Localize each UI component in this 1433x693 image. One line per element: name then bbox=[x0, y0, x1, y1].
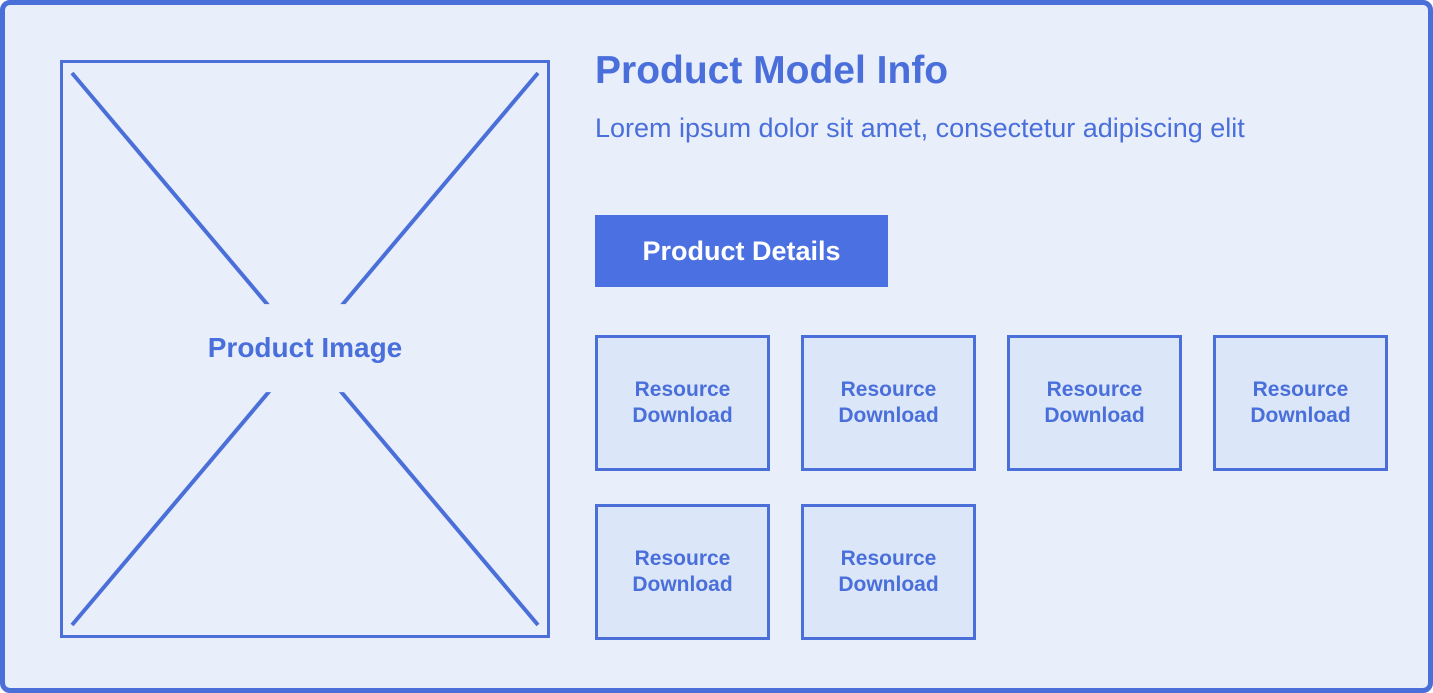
page-title: Product Model Info bbox=[595, 49, 949, 92]
resource-download-button[interactable]: Resource Download bbox=[595, 504, 770, 640]
resource-label-line2: Download bbox=[632, 404, 733, 427]
page-subtitle: Lorem ipsum dolor sit amet, consectetur … bbox=[595, 113, 1245, 143]
resource-label-line2: Download bbox=[838, 404, 939, 427]
resource-label-line1: Resource bbox=[634, 546, 731, 570]
product-details-button[interactable]: Product Details bbox=[595, 215, 888, 287]
resource-label-line1: Resource bbox=[840, 546, 937, 570]
resource-label-line2: Download bbox=[1250, 404, 1351, 427]
product-image-label: Product Image bbox=[195, 304, 415, 393]
product-image-placeholder: Product Image bbox=[60, 60, 550, 638]
resource-label-line2: Download bbox=[1044, 404, 1145, 427]
resource-download-button[interactable]: Resource Download bbox=[1213, 335, 1388, 471]
resource-label-line1: Resource bbox=[840, 377, 937, 401]
resource-label-line1: Resource bbox=[634, 377, 731, 401]
resource-label-line2: Download bbox=[838, 573, 939, 596]
resource-download-button[interactable]: Resource Download bbox=[1007, 335, 1182, 471]
resource-grid: Resource Download Resource Download Reso… bbox=[595, 335, 1388, 640]
resource-label-line1: Resource bbox=[1046, 377, 1143, 401]
resource-download-button[interactable]: Resource Download bbox=[801, 504, 976, 640]
resource-label-line2: Download bbox=[632, 573, 733, 596]
resource-download-button[interactable]: Resource Download bbox=[595, 335, 770, 471]
resource-label-line1: Resource bbox=[1252, 377, 1349, 401]
resource-download-button[interactable]: Resource Download bbox=[801, 335, 976, 471]
